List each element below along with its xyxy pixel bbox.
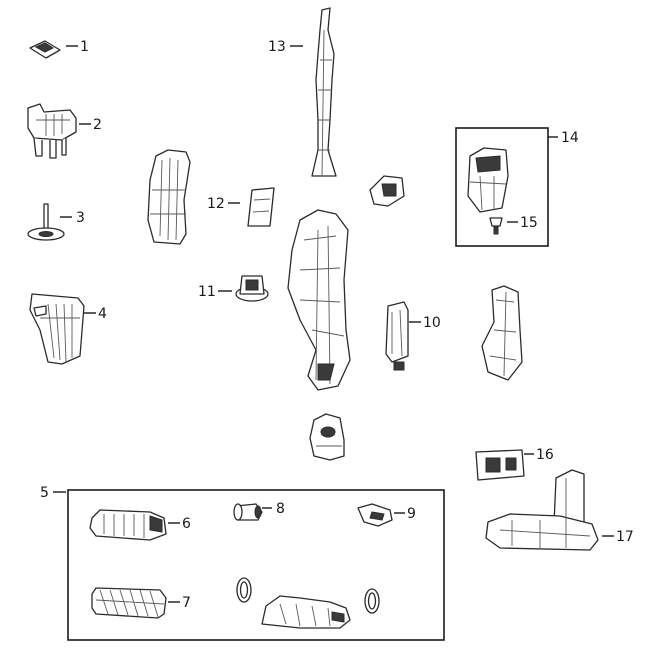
ring-seal-left-illustration	[236, 577, 252, 603]
callout-17: 17	[616, 529, 634, 545]
callout-9: 9	[407, 506, 416, 522]
part-1-illustration	[29, 40, 61, 59]
callout-8: 8	[276, 501, 285, 517]
part-14-illustration	[467, 147, 509, 213]
part-16-illustration	[475, 449, 525, 481]
part-17-illustration	[485, 469, 599, 551]
part-2-illustration	[27, 103, 77, 159]
part-14-kit-box	[455, 127, 549, 247]
callout-11: 11	[198, 284, 216, 300]
latch-piece-illustration	[369, 175, 405, 207]
part-11-illustration	[235, 275, 269, 302]
part-8-illustration	[233, 503, 263, 521]
callout-14: 14	[561, 130, 579, 146]
part-9-illustration	[357, 503, 393, 527]
callout-15: 15	[520, 215, 538, 231]
callout-2: 2	[93, 117, 102, 133]
nozzle-cap-illustration	[309, 413, 345, 461]
callout-10: 10	[423, 315, 441, 331]
part-3-illustration	[27, 203, 65, 241]
part-13-illustration	[311, 7, 337, 177]
nozzle-base-illustration	[261, 595, 351, 629]
part-7-illustration	[91, 587, 167, 619]
part-5-kit-box	[67, 489, 445, 641]
callout-12: 12	[207, 196, 225, 212]
part-4-illustration	[29, 293, 85, 365]
part-10-illustration	[385, 301, 409, 371]
ring-seal-right-illustration	[364, 588, 380, 614]
callout-16: 16	[536, 447, 554, 463]
callout-5: 5	[40, 485, 49, 501]
callout-1: 1	[80, 39, 89, 55]
callout-6: 6	[182, 516, 191, 532]
handle-shell-right-illustration	[481, 285, 523, 381]
part-12-illustration	[247, 187, 275, 227]
callout-4: 4	[98, 306, 107, 322]
handle-body-left-illustration	[147, 149, 191, 245]
callout-7: 7	[182, 595, 191, 611]
part-6-illustration	[89, 509, 167, 541]
callout-13: 13	[268, 39, 286, 55]
callout-3: 3	[76, 210, 85, 226]
part-15-illustration	[489, 217, 503, 235]
main-body-illustration	[287, 209, 351, 391]
